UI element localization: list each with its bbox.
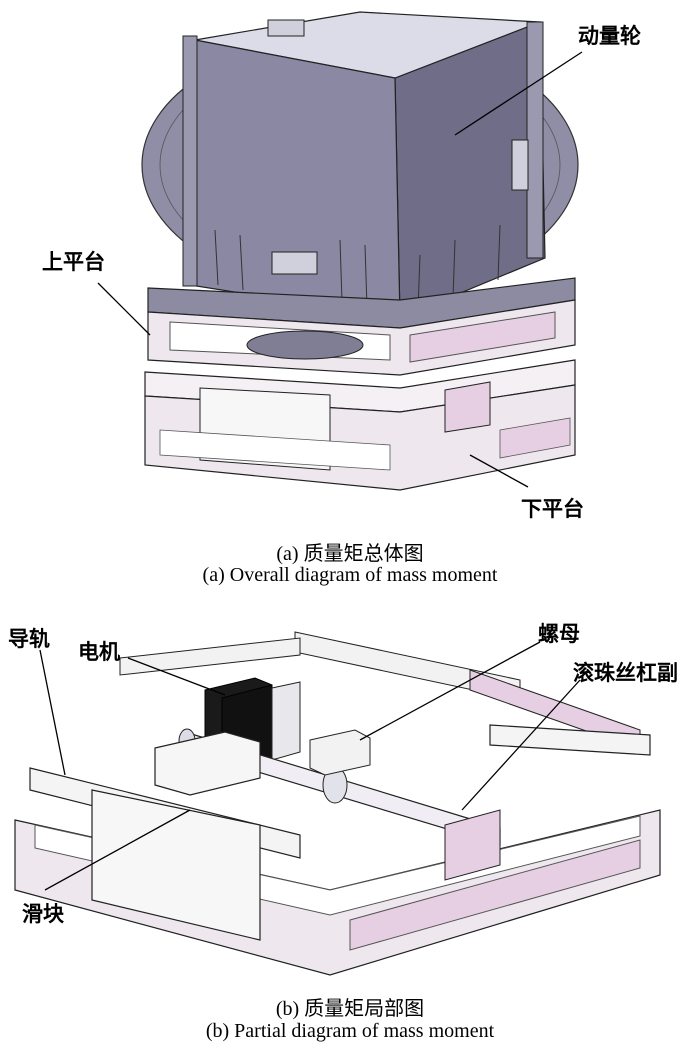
partial-assembly-drawing — [14, 631, 661, 976]
panel-partial: 导轨 电机 螺母 滚珠丝杠副 滑块 (b) 质量矩局部图 (b) Partial… — [0, 600, 700, 1054]
slider-block — [154, 731, 261, 796]
wheel-box-front — [189, 39, 401, 319]
label-momentum-wheel: 动量轮 — [578, 24, 641, 48]
label-motor: 电机 — [78, 640, 120, 664]
right-mount-block — [444, 809, 501, 881]
front-connector — [271, 251, 318, 275]
label-nut: 螺母 — [538, 622, 580, 646]
label-slider: 滑块 — [22, 902, 64, 926]
upper-platform — [147, 299, 576, 376]
label-upper-platform: 上平台 — [42, 250, 105, 274]
leader-lines-a — [97, 51, 583, 488]
overall-assembly-drawing — [97, 11, 583, 491]
right-guide-rail — [489, 724, 651, 756]
label-lower-platform: 下平台 — [521, 497, 584, 521]
label-guide-rail: 导轨 — [8, 627, 50, 651]
panel-overall: 动量轮 上平台 下平台 (a) 质量矩总体图 (a) Overall diagr… — [42, 11, 641, 586]
nut-block — [309, 729, 371, 776]
lower-platform — [144, 381, 576, 491]
caption-a-en: (a) Overall diagram of mass moment — [202, 564, 498, 586]
label-ball-screw: 滚珠丝杠副 — [573, 661, 678, 685]
caption-b-en: (b) Partial diagram of mass moment — [205, 1020, 495, 1042]
top-handle — [267, 19, 305, 37]
leader-lines-b — [39, 641, 581, 891]
side-connector — [511, 139, 529, 191]
caption-a-cn: (a) 质量矩总体图 — [276, 543, 424, 565]
caption-b-cn: (b) 质量矩局部图 — [275, 998, 425, 1020]
